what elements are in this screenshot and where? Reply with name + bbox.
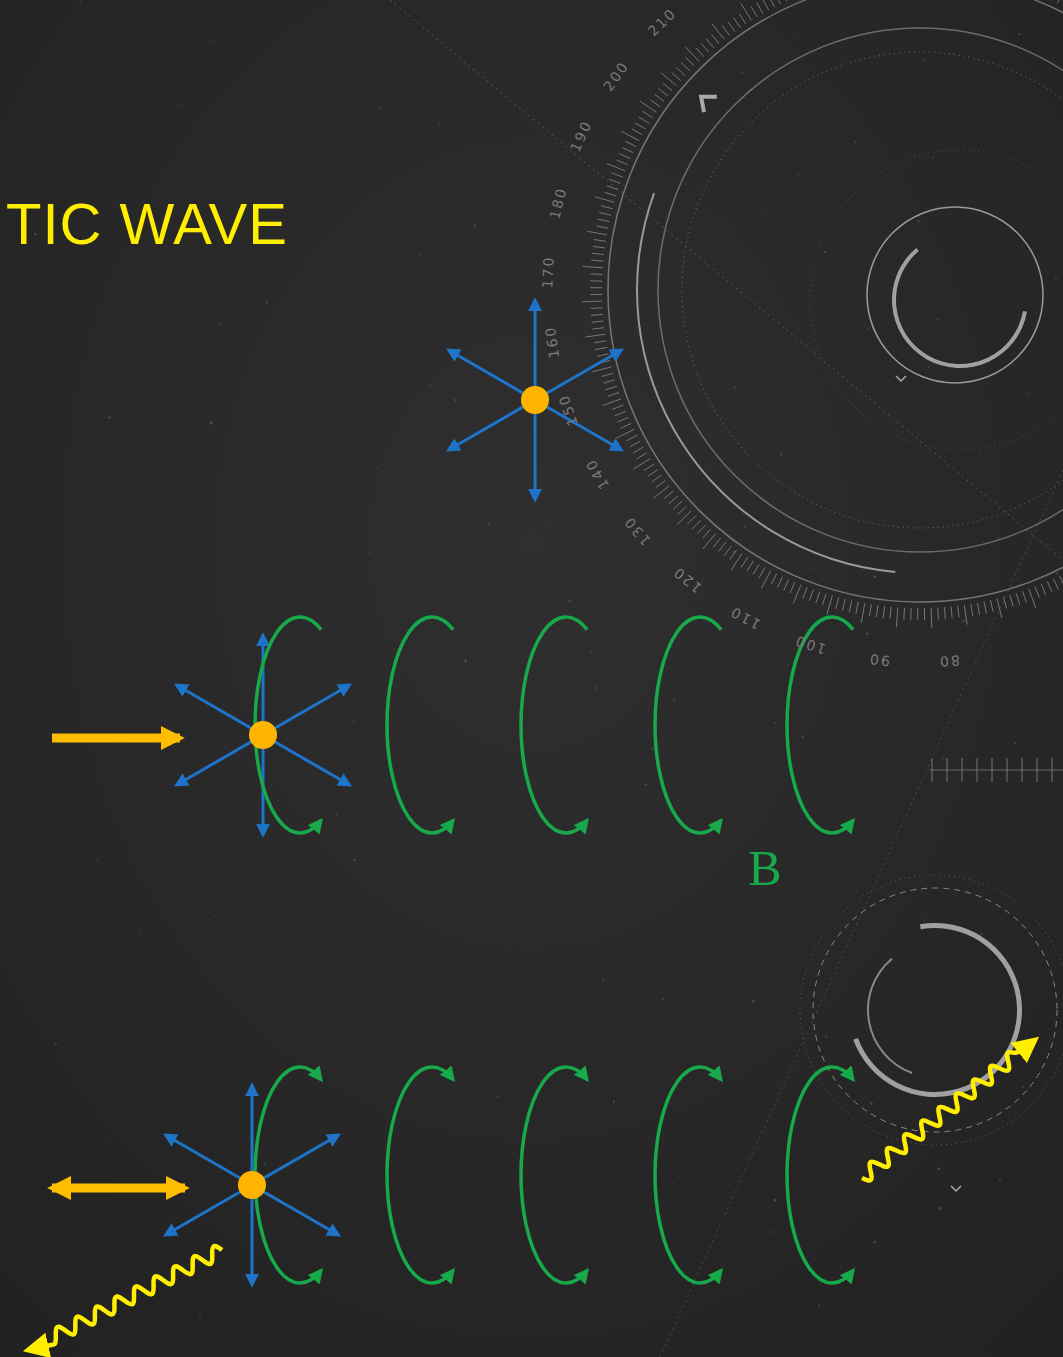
charge-dot [249,721,277,749]
dial-number: 90 [867,651,890,667]
radiation-wave [862,1040,1035,1181]
star-texture [0,1,1060,1323]
dial-number: 150 [556,392,580,427]
dial-number: 130 [621,514,653,548]
electric-field-lines [165,1085,338,1285]
magnetic-field-loops [255,1067,853,1283]
dial-number: 80 [937,653,960,669]
motion-arrow [52,734,180,743]
dial-decoration [390,0,1063,1357]
magnetic-field-loops [255,617,853,833]
radiation-wave [28,1246,222,1350]
field-label: B [748,843,781,893]
dial-number: 160 [542,325,560,359]
dial-number: 110 [728,605,763,633]
dial-number: 140 [582,456,610,491]
dial-number: 100 [792,634,827,657]
dial-number: 180 [548,185,569,220]
electric-field-lines [448,300,621,500]
oscillation-arrow [52,1184,185,1193]
charge-dot [238,1171,266,1199]
dial-number: 170 [541,255,557,288]
dial-number: 210 [645,6,678,39]
dial-number: 200 [601,58,631,93]
charge-dot [521,386,549,414]
dial-number: 120 [670,564,704,595]
title: TIC WAVE [6,190,288,257]
dial-number: 190 [568,119,594,155]
